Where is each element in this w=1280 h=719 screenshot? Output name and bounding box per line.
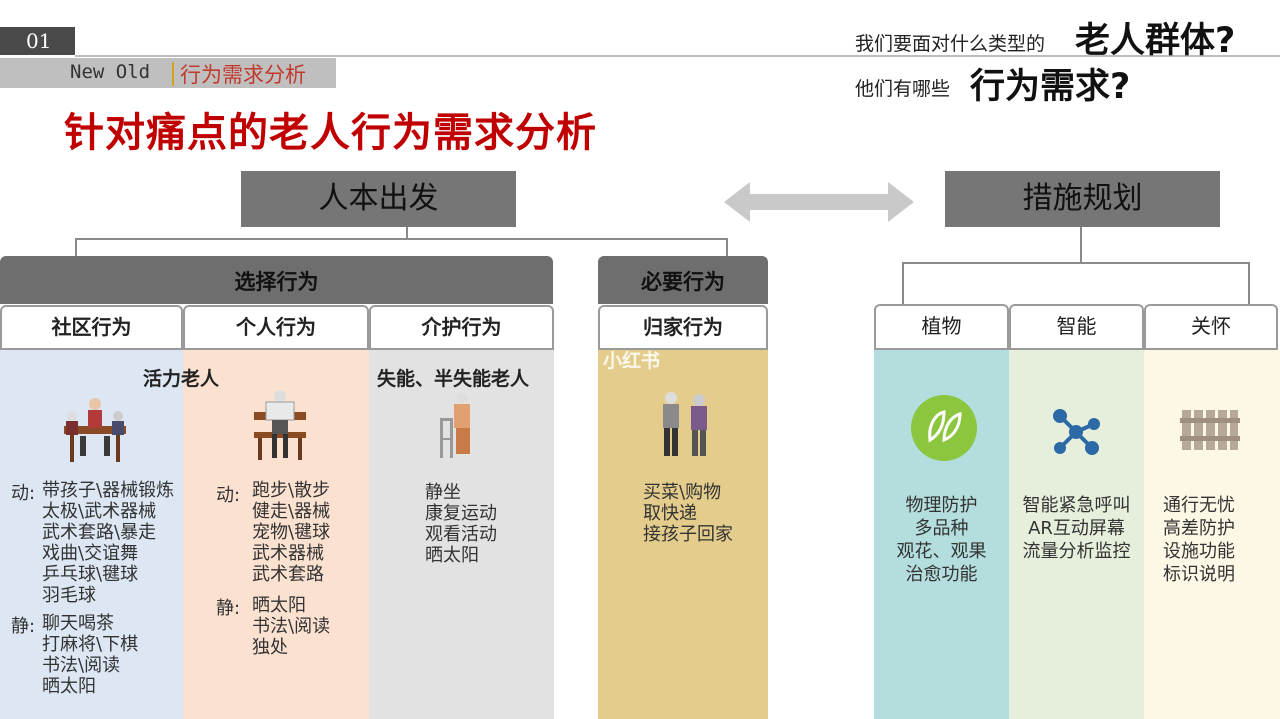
community-static-list: 聊天喝茶 打麻将\下棋 书法\阅读 晒太阳	[42, 613, 138, 697]
list-item: 武术套路	[252, 564, 324, 585]
elderly-walker-illustration	[440, 393, 470, 458]
section-tag-separator	[172, 62, 174, 86]
list-item: 武术套路\暴走	[42, 522, 157, 543]
connector	[75, 238, 728, 240]
category-personal: 个人行为	[183, 305, 369, 350]
connector	[75, 238, 77, 257]
list-item: 健走\器械	[252, 501, 331, 522]
connector	[406, 227, 408, 240]
list-item: 买菜\购物	[643, 482, 722, 503]
leaf-icon	[911, 395, 977, 461]
connector	[1248, 262, 1250, 304]
segment-disabled-elderly: 失能、半失能老人	[377, 368, 530, 390]
question-1-lead: 我们要面对什么类型的	[855, 33, 1046, 55]
list-item: 取快递	[643, 503, 697, 524]
elderly-couple-walking-illustration	[663, 392, 707, 456]
category-smart: 智能	[1009, 304, 1144, 350]
plant-list: 物理防护 多品种 观花、观果 治愈功能	[874, 494, 1009, 586]
care-list: 静坐 康复运动 观看活动 晒太阳	[425, 482, 497, 566]
segment-active-elderly: 活力老人	[143, 368, 220, 390]
category-community: 社区行为	[0, 305, 183, 350]
list-item: 观花、观果	[896, 541, 987, 562]
community-static-label: 静:	[11, 616, 36, 637]
home-list: 买菜\购物 取快递 接孩子回家	[643, 482, 733, 545]
list-item: 跑步\散步	[252, 480, 331, 501]
list-item: 设施功能	[1163, 541, 1235, 562]
list-item: 物理防护	[905, 495, 978, 516]
group-select-behavior: 选择行为	[0, 256, 553, 304]
fence-railing-icon	[1180, 410, 1240, 450]
category-care2: 关怀	[1144, 304, 1278, 350]
category-home: 归家行为	[598, 305, 768, 350]
list-item: 羽毛球	[42, 585, 96, 606]
list-item: 治愈功能	[905, 564, 978, 585]
list-item: 戏曲\交谊舞	[42, 543, 139, 564]
list-item: 标识说明	[1163, 564, 1235, 585]
page-title: 针对痛点的老人行为需求分析	[64, 110, 597, 156]
list-item: 多品种	[914, 518, 969, 539]
column-smart-bg	[1009, 350, 1144, 719]
connector	[726, 238, 728, 257]
community-dynamic-label: 动:	[11, 483, 36, 504]
root-measure-planning: 措施规划	[945, 171, 1220, 227]
list-item: 流量分析监控	[1022, 541, 1131, 562]
section-tag	[0, 58, 336, 88]
column-home-bg	[598, 350, 768, 719]
personal-static-list: 晒太阳 书法\阅读 独处	[252, 595, 330, 658]
care2-list: 通行无忧 高差防护 设施功能 标识说明	[1144, 494, 1254, 586]
list-item: 观看活动	[425, 524, 497, 545]
list-item: AR互动屏幕	[1028, 518, 1125, 539]
group-necessary-behavior: 必要行为	[598, 256, 768, 304]
personal-dynamic-label: 动:	[216, 485, 241, 506]
category-care: 介护行为	[369, 305, 554, 350]
list-item: 晒太阳	[425, 545, 479, 566]
elderly-group-table-illustration	[64, 398, 126, 462]
list-item: 打麻将\下棋	[42, 634, 139, 655]
elderly-reading-bench-illustration	[254, 390, 306, 460]
list-item: 接孩子回家	[643, 524, 733, 545]
list-item: 太极\武术器械	[42, 501, 157, 522]
connector	[902, 262, 1250, 264]
list-item: 书法\阅读	[42, 655, 121, 676]
list-item: 乒乓球\毽球	[42, 564, 139, 585]
personal-dynamic-list: 跑步\散步 健走\器械 宠物\毽球 武术器械 武术套路	[252, 480, 330, 585]
list-item: 晒太阳	[252, 595, 306, 616]
list-item: 带孩子\器械锻炼	[42, 480, 175, 501]
community-dynamic-list: 带孩子\器械锻炼 太极\武术器械 武术套路\暴走 戏曲\交谊舞 乒乓球\毽球 羽…	[42, 480, 174, 606]
list-item: 宠物\毽球	[252, 522, 331, 543]
list-item: 智能紧急呼叫	[1022, 495, 1131, 516]
question-1-emphasis: 老人群体?	[1075, 21, 1236, 61]
section-tag-cn: 行为需求分析	[180, 63, 306, 87]
list-item: 独处	[252, 637, 288, 658]
connector	[1080, 227, 1082, 264]
list-item: 静坐	[425, 482, 461, 503]
category-plant: 植物	[874, 304, 1009, 350]
page-number: 01	[0, 27, 75, 55]
watermark: 小红书	[603, 350, 661, 372]
network-nodes-icon	[1053, 409, 1100, 455]
list-item: 聊天喝茶	[42, 613, 114, 634]
list-item: 武术器械	[252, 543, 324, 564]
connector	[902, 262, 904, 304]
question-2-emphasis: 行为需求?	[970, 67, 1131, 107]
personal-static-label: 静:	[216, 598, 241, 619]
list-item: 康复运动	[425, 503, 497, 524]
double-arrow-icon	[724, 182, 914, 222]
section-tag-en: New Old	[70, 61, 151, 83]
list-item: 通行无忧	[1163, 495, 1235, 516]
list-item: 晒太阳	[42, 676, 96, 697]
question-2-lead: 他们有哪些	[855, 78, 951, 100]
header-divider	[75, 55, 1280, 57]
root-human-centered: 人本出发	[241, 171, 516, 227]
list-item: 书法\阅读	[252, 616, 331, 637]
list-item: 高差防护	[1163, 518, 1235, 539]
smart-list: 智能紧急呼叫 AR互动屏幕 流量分析监控	[1009, 494, 1144, 563]
